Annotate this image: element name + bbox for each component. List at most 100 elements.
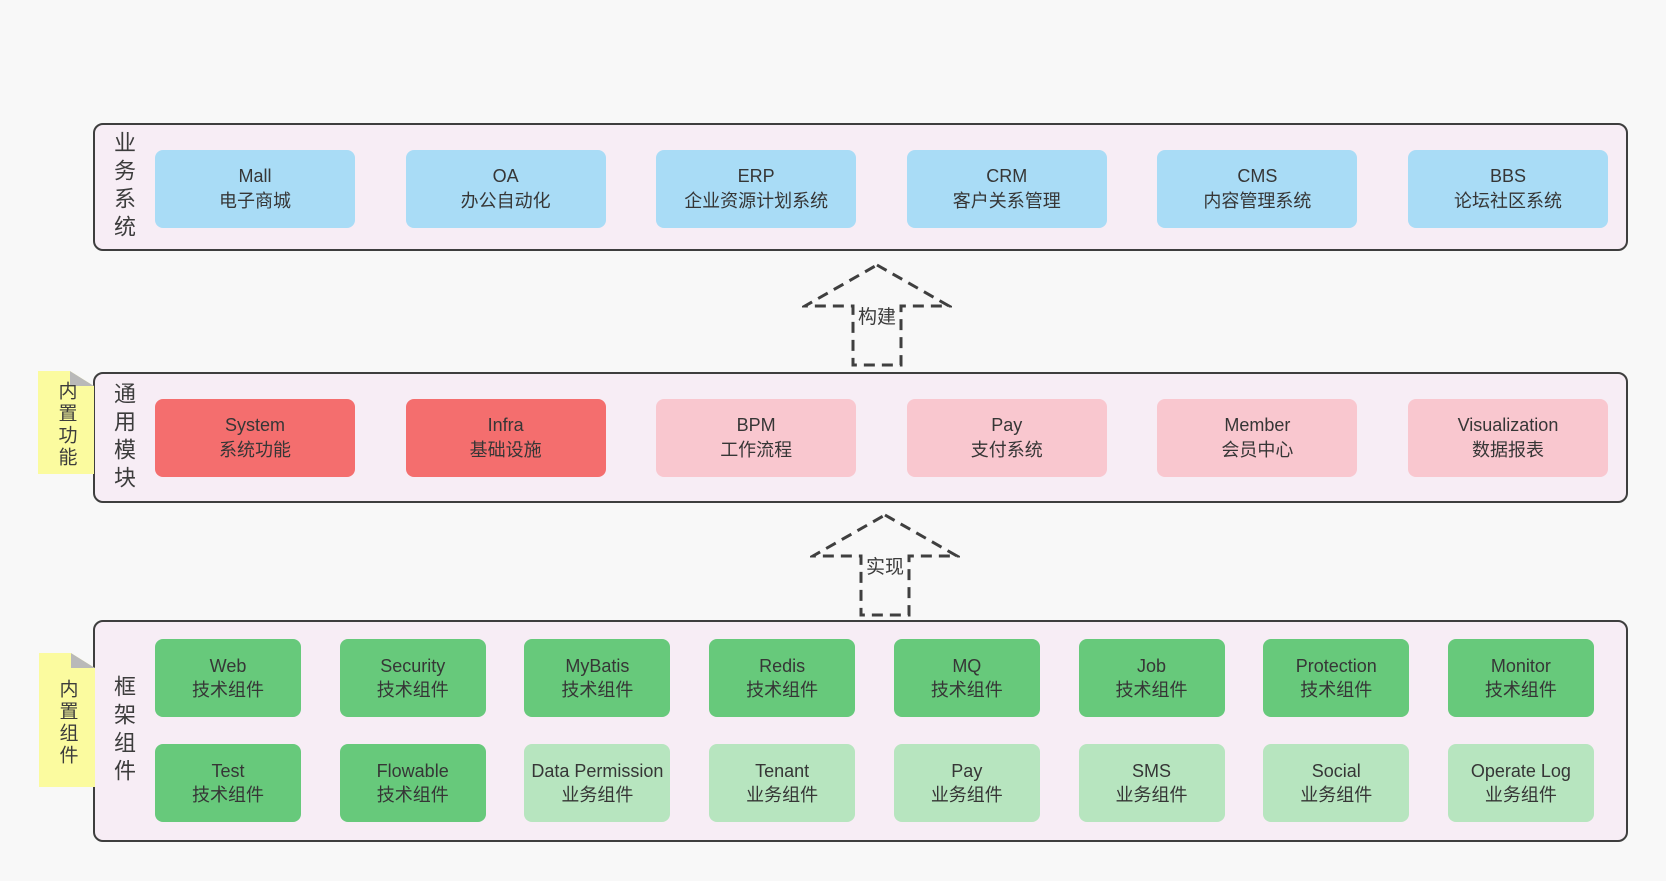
box-subtitle: 技术组件 bbox=[746, 680, 819, 700]
box-security: Security 技术组件 bbox=[339, 639, 486, 717]
box-mall: Mall 电子商城 bbox=[155, 150, 355, 228]
box-subtitle: 内容管理系统 bbox=[1203, 191, 1312, 211]
implement-arrow: 实现 bbox=[810, 512, 960, 618]
box-title: SMS bbox=[1132, 761, 1172, 781]
box-subtitle: 客户关系管理 bbox=[952, 191, 1061, 211]
box-social: Social 业务组件 bbox=[1263, 744, 1410, 822]
box-job: Job 技术组件 bbox=[1078, 639, 1225, 717]
box-title: BPM bbox=[736, 415, 776, 435]
box-title: Flowable bbox=[376, 761, 449, 781]
box-subtitle: 技术组件 bbox=[192, 680, 264, 700]
box-crm: CRM 客户关系管理 bbox=[906, 150, 1107, 228]
build-arrow-text: 构建 bbox=[854, 307, 899, 328]
sticky-note-builtin-components: 内置组件 bbox=[39, 653, 95, 787]
box-data-permission: Data Permission 业务组件 bbox=[524, 744, 671, 822]
box-subtitle: 论坛社区系统 bbox=[1453, 191, 1562, 211]
box-bpm: BPM 工作流程 bbox=[656, 399, 857, 477]
box-subtitle: 技术组件 bbox=[192, 785, 264, 805]
box-subtitle: 技术组件 bbox=[376, 785, 449, 805]
box-subtitle: 基础设施 bbox=[469, 440, 542, 460]
box-title: CRM bbox=[986, 166, 1028, 186]
box-title: Infra bbox=[487, 415, 524, 435]
box-title: MyBatis bbox=[565, 656, 630, 676]
box-subtitle: 业务组件 bbox=[1484, 785, 1557, 805]
box-title: Operate Log bbox=[1470, 761, 1571, 781]
box-member: Member 会员中心 bbox=[1157, 399, 1358, 477]
box-title: Tenant bbox=[755, 761, 810, 781]
business-box-row: Mall 电子商城 OA 办公自动化 ERP 企业资源计划系统 CRM 客户关系… bbox=[155, 150, 1608, 228]
box-title: Data Permission bbox=[531, 761, 664, 781]
box-subtitle: 技术组件 bbox=[376, 680, 449, 700]
box-title: CMS bbox=[1237, 166, 1278, 186]
box-mybatis: MyBatis 技术组件 bbox=[524, 639, 671, 717]
box-subtitle: 数据报表 bbox=[1471, 440, 1544, 460]
box-bbs: BBS 论坛社区系统 bbox=[1407, 150, 1608, 228]
sticky-label: 内置功能 bbox=[55, 380, 77, 469]
box-subtitle: 会员中心 bbox=[1221, 440, 1294, 460]
box-protection: Protection 技术组件 bbox=[1263, 639, 1410, 717]
box-title: Job bbox=[1137, 656, 1167, 676]
box-title: System bbox=[224, 415, 285, 435]
box-subtitle: 业务组件 bbox=[746, 785, 819, 805]
box-redis: Redis 技术组件 bbox=[709, 639, 856, 717]
box-oa: OA 办公自动化 bbox=[405, 150, 606, 228]
box-title: Mall bbox=[238, 166, 272, 186]
box-sms: SMS 业务组件 bbox=[1078, 744, 1225, 822]
box-subtitle: 工作流程 bbox=[720, 440, 793, 460]
box-title: Member bbox=[1224, 415, 1291, 435]
box-subtitle: 技术组件 bbox=[561, 680, 634, 700]
box-monitor: Monitor 技术组件 bbox=[1447, 639, 1594, 717]
box-system: System 系统功能 bbox=[155, 399, 355, 477]
box-subtitle: 业务组件 bbox=[930, 785, 1003, 805]
box-title: OA bbox=[492, 166, 519, 186]
box-title: Web bbox=[209, 656, 247, 676]
box-title: MQ bbox=[952, 656, 982, 676]
implement-arrow-label: 实现 bbox=[810, 552, 960, 579]
box-title: Security bbox=[380, 656, 446, 676]
box-erp: ERP 企业资源计划系统 bbox=[656, 150, 857, 228]
box-pay-component: Pay 业务组件 bbox=[893, 744, 1040, 822]
box-subtitle: 技术组件 bbox=[1484, 680, 1557, 700]
box-title: BBS bbox=[1489, 166, 1526, 186]
implement-arrow-text: 实现 bbox=[862, 557, 907, 578]
box-title: Redis bbox=[759, 656, 806, 676]
box-pay-module: Pay 支付系统 bbox=[906, 399, 1107, 477]
box-subtitle: 系统功能 bbox=[219, 440, 291, 460]
box-title: ERP bbox=[737, 166, 775, 186]
box-subtitle: 业务组件 bbox=[561, 785, 634, 805]
box-visualization: Visualization 数据报表 bbox=[1407, 399, 1608, 477]
panel-business-label: 业务系统 bbox=[111, 131, 136, 243]
box-tenant: Tenant 业务组件 bbox=[709, 744, 856, 822]
framework-box-row-1: Web 技术组件 Security 技术组件 MyBatis 技术组件 Redi… bbox=[155, 639, 1594, 717]
folded-corner-icon bbox=[71, 653, 95, 668]
box-subtitle: 技术组件 bbox=[930, 680, 1003, 700]
box-operate-log: Operate Log 业务组件 bbox=[1447, 744, 1594, 822]
box-title: Social bbox=[1311, 761, 1361, 781]
panel-framework-components: 框架组件 Web 技术组件 Security 技术组件 MyBatis 技术组件… bbox=[93, 620, 1628, 842]
panel-common-modules: 通用模块 System 系统功能 Infra 基础设施 BPM 工作流程 Pay… bbox=[93, 372, 1628, 503]
box-flowable: Flowable 技术组件 bbox=[339, 744, 486, 822]
box-title: Pay bbox=[991, 415, 1023, 435]
sticky-note-builtin-features: 内置功能 bbox=[38, 371, 94, 474]
modules-box-row: System 系统功能 Infra 基础设施 BPM 工作流程 Pay 支付系统… bbox=[155, 399, 1608, 477]
build-arrow: 构建 bbox=[802, 262, 952, 368]
box-subtitle: 技术组件 bbox=[1300, 680, 1373, 700]
box-title: Test bbox=[211, 761, 245, 781]
panel-framework-label: 框架组件 bbox=[111, 675, 136, 787]
framework-box-row-2: Test 技术组件 Flowable 技术组件 Data Permission … bbox=[155, 744, 1594, 822]
box-subtitle: 技术组件 bbox=[1115, 680, 1188, 700]
panel-business-systems: 业务系统 Mall 电子商城 OA 办公自动化 ERP 企业资源计划系统 CRM… bbox=[93, 123, 1628, 251]
box-subtitle: 支付系统 bbox=[970, 440, 1043, 460]
box-cms: CMS 内容管理系统 bbox=[1157, 150, 1358, 228]
box-title: Protection bbox=[1295, 656, 1377, 676]
sticky-label: 内置组件 bbox=[56, 678, 78, 767]
box-subtitle: 业务组件 bbox=[1115, 785, 1188, 805]
box-test: Test 技术组件 bbox=[155, 744, 301, 822]
panel-modules-label: 通用模块 bbox=[111, 381, 136, 494]
box-mq: MQ 技术组件 bbox=[893, 639, 1040, 717]
box-title: Visualization bbox=[1457, 415, 1559, 435]
box-infra: Infra 基础设施 bbox=[405, 399, 606, 477]
box-subtitle: 企业资源计划系统 bbox=[684, 191, 829, 211]
box-subtitle: 办公自动化 bbox=[460, 191, 551, 211]
box-subtitle: 业务组件 bbox=[1300, 785, 1373, 805]
